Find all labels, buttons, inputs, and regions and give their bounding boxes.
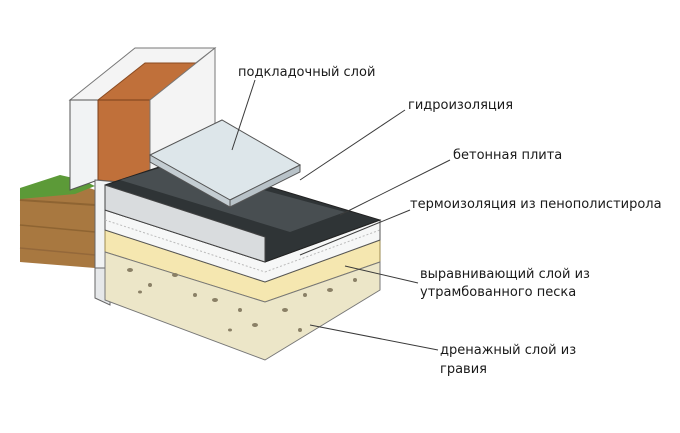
label-leveling-line2: утрамбованного песка [420, 285, 577, 300]
leader-insulation [299, 209, 411, 256]
leader-underlayment [231, 79, 256, 151]
leader-lines [231, 79, 451, 351]
underlayment-slab [148, 119, 302, 208]
label-thermal-insulation: термоизоляция из пенополистирола [410, 197, 662, 212]
label-drainage-line2: гравия [440, 362, 487, 377]
soil-section [19, 175, 96, 268]
leader-waterproofing [299, 109, 406, 181]
wall-face-left [69, 99, 99, 191]
leader-gravel [309, 324, 439, 351]
leader-sand [344, 265, 419, 284]
gravel-layer [104, 251, 381, 361]
leader-concrete [339, 159, 451, 216]
label-concrete-slab: бетонная плита [453, 148, 563, 163]
label-leveling-line1: выравнивающий слой из [420, 267, 590, 282]
label-underlayment: подкладочный слой [238, 65, 376, 80]
label-drainage-line1: дренажный слой из [440, 343, 577, 358]
label-waterproofing: гидроизоляция [408, 98, 514, 113]
